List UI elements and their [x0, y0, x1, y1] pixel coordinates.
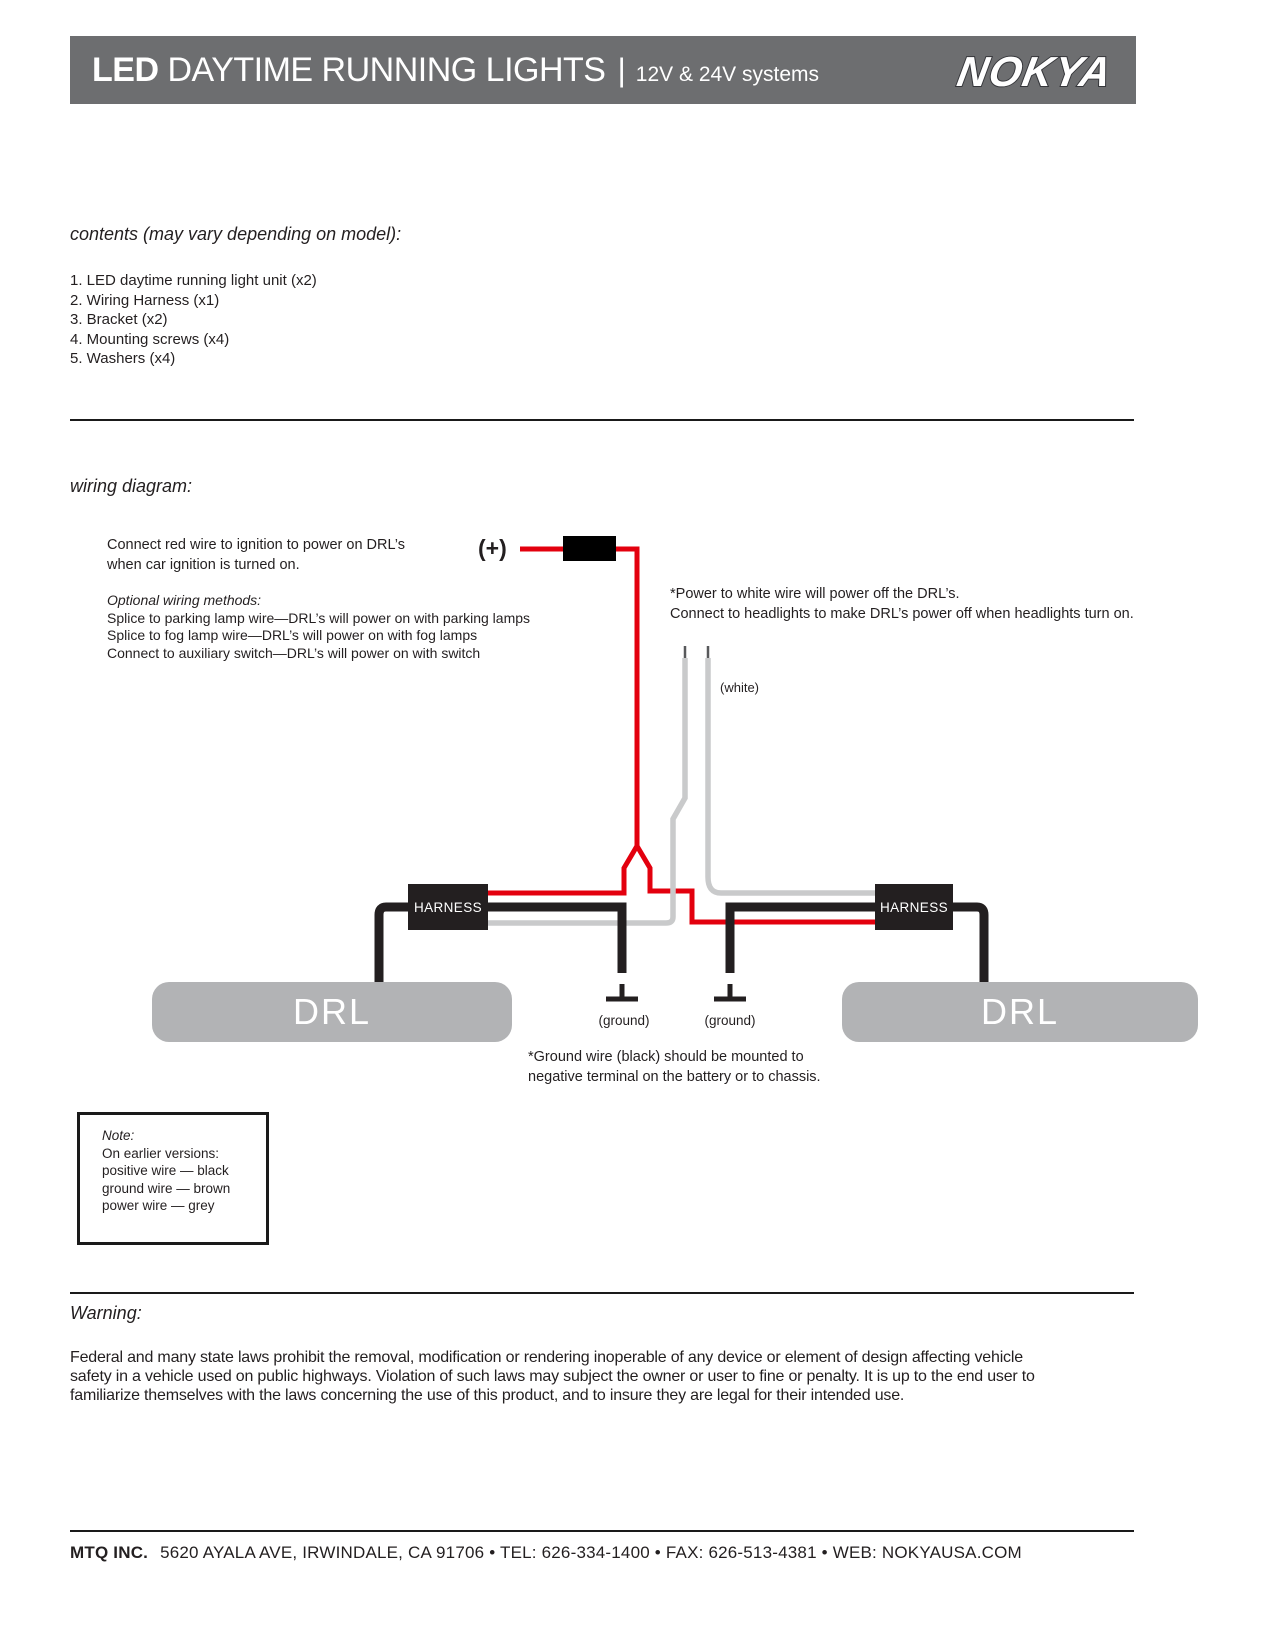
title-separator: |: [617, 51, 626, 88]
optional-wiring-line: Splice to parking lamp wire—DRL’s will p…: [107, 609, 531, 626]
power-off-note-line: Connect to headlights to make DRL’s powe…: [670, 605, 1134, 622]
warning-divider: [70, 1292, 1134, 1294]
white-wire-left: [488, 658, 688, 926]
drl-unit-left: DRL: [152, 982, 512, 1042]
black-wire-left-drl: [374, 902, 409, 982]
ignition-note-line: Connect red wire to ignition to power on…: [107, 537, 405, 553]
footer: MTQ INC. 5620 AYALA AVE, IRWINDALE, CA 91…: [70, 1543, 1022, 1563]
red-wire-split: [488, 841, 877, 925]
fuse-block: [563, 536, 616, 561]
optional-wiring-line: Connect to auxiliary switch—DRL’s will p…: [107, 644, 481, 661]
title-main: DAYTIME RUNNING LIGHTS: [167, 50, 606, 89]
contents-item: 4. Mounting screws (x4): [70, 330, 230, 348]
note-line: positive wire — black: [102, 1163, 229, 1178]
wiring-heading: wiring diagram:: [70, 476, 193, 496]
harness-box-left: HARNESS: [408, 884, 488, 930]
warning-text-line: safety in a vehicle used on public highw…: [70, 1367, 1035, 1385]
harness-box-right: HARNESS: [875, 884, 953, 930]
power-off-note: *Power to white wire will power off the …: [670, 585, 1134, 624]
note-line: power wire — grey: [102, 1198, 215, 1213]
ground-note-line: *Ground wire (black) should be mounted t…: [528, 1049, 804, 1065]
ignition-note-line: when car ignition is turned on.: [107, 556, 300, 573]
contents-list: 1. LED daytime running light unit (x2) 2…: [70, 271, 317, 369]
ground-note-line: negative terminal on the battery or to c…: [528, 1068, 821, 1085]
black-ground-wire-left: [487, 902, 627, 973]
contents-heading: contents (may vary depending on model):: [70, 224, 402, 244]
power-off-note-line: *Power to white wire will power off the …: [670, 586, 960, 602]
harness-label: HARNESS: [413, 899, 483, 915]
footer-company: MTQ INC.: [70, 1543, 149, 1562]
warning-text-line: Federal and many state laws prohibit the…: [70, 1349, 1023, 1366]
note-title: Note:: [102, 1128, 135, 1143]
warning-text-line: familiarize themselves with the laws con…: [70, 1386, 905, 1404]
positive-terminal-label: (+): [478, 535, 507, 561]
drl-unit-right: DRL: [842, 982, 1198, 1042]
title-led: LED: [92, 50, 159, 89]
ground-symbol-right: [714, 984, 746, 1002]
footer-info: 5620 AYALA AVE, IRWINDALE, CA 91706 • TE…: [160, 1543, 1022, 1562]
section-divider: [70, 419, 1134, 421]
note-line: ground wire — brown: [102, 1180, 231, 1196]
optional-wiring-block: Optional wiring methods: Splice to parki…: [107, 592, 530, 662]
drl-label: DRL: [292, 991, 372, 1032]
optional-wiring-line: Splice to fog lamp wire—DRL’s will power…: [107, 627, 478, 643]
header-bar: LED DAYTIME RUNNING LIGHTS | 12V & 24V s…: [70, 36, 1136, 104]
contents-item: 1. LED daytime running light unit (x2): [70, 272, 317, 289]
harness-label: HARNESS: [879, 899, 949, 915]
ground-symbol-left: [606, 984, 638, 1002]
optional-wiring-heading: Optional wiring methods:: [107, 592, 262, 608]
ground-label-right: (ground): [704, 1013, 756, 1028]
warning-heading: Warning:: [70, 1303, 142, 1323]
note-line: On earlier versions:: [102, 1145, 220, 1161]
white-wire-right: [705, 658, 876, 896]
contents-item: 5. Washers (x4): [70, 350, 176, 367]
ground-label-left: (ground): [598, 1013, 650, 1028]
footer-divider: [70, 1530, 1134, 1532]
black-ground-wire-right: [725, 902, 876, 973]
title-subtitle: 12V & 24V systems: [635, 62, 820, 86]
warning-text: Federal and many state laws prohibit the…: [70, 1349, 1035, 1405]
contents-item: 3. Bracket (x2): [70, 311, 168, 328]
note-box: Note: On earlier versions: positive wire…: [77, 1112, 269, 1245]
white-wire-label: (white): [720, 680, 760, 695]
ignition-note: Connect red wire to ignition to power on…: [107, 536, 405, 575]
black-wire-right-drl: [951, 902, 989, 982]
red-power-wire: [520, 546, 640, 846]
ground-note: *Ground wire (black) should be mounted t…: [528, 1048, 821, 1087]
page-title: LED DAYTIME RUNNING LIGHTS | 12V & 24V s…: [92, 51, 819, 90]
white-wire-tips: [683, 646, 710, 658]
contents-item: 2. Wiring Harness (x1): [70, 291, 220, 309]
drl-label: DRL: [980, 991, 1060, 1032]
